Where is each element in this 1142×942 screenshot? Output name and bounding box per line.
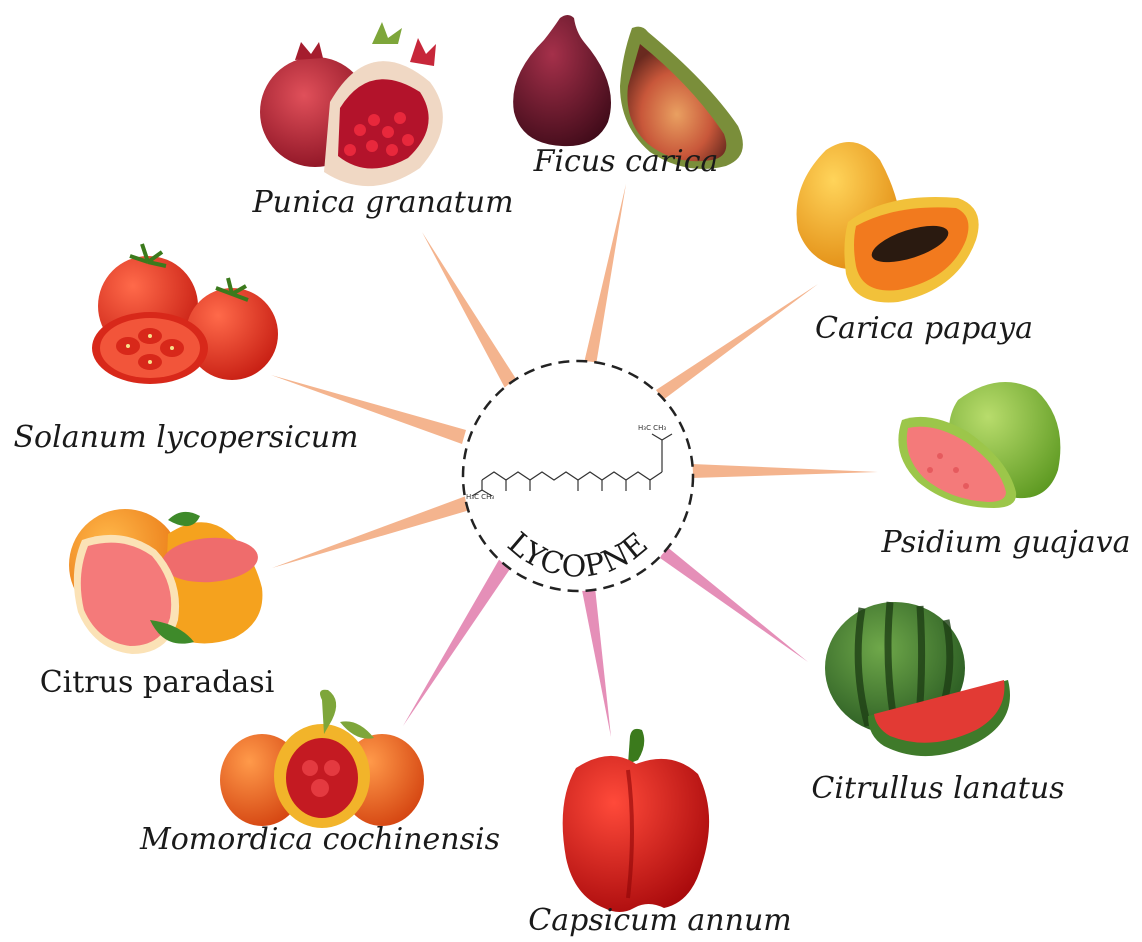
spoke-capsicum [580,578,611,737]
pomegranate-icon [260,22,443,186]
watermelon-icon [825,602,1010,756]
bell-pepper-icon [563,729,709,912]
guava-icon [898,382,1060,508]
papaya-icon [797,142,979,302]
tomato-icon [92,244,278,384]
label-psidium-guajava: Psidium guajava [881,525,1131,560]
label-momordica-cochinensis: Momordica cochinensis [139,822,500,857]
gac-fruit-icon [220,690,424,828]
spoke-ficus [584,184,626,365]
label-ficus-carica: Ficus carica [533,144,719,179]
label-carica-papaya: Carica papaya [815,311,1033,346]
label-citrullus-lanatus: Citrullus lanatus [811,771,1064,806]
label-solanum-lycopersicum: Solanum lycopersicum [14,420,359,455]
spoke-citrullus [660,546,808,662]
spoke-psidium [692,464,878,478]
lycopene-center: H₃C CH₃ H₃C CH₃ LYCOPNE [463,361,693,591]
label-citrus-paradasi: Citrus paradasi [40,665,275,700]
spoke-citrus [272,496,470,568]
spoke-punica [422,232,518,390]
spoke-momordica [403,558,512,726]
label-punica-granatum: Punica granatum [251,185,513,220]
label-capsicum-annum: Capsicum annum [528,903,791,938]
grapefruit-icon [69,509,262,654]
molecule-label-right: H₃C CH₃ [638,424,666,432]
molecule-label-left: H₃C CH₃ [466,493,494,501]
spoke-carica [656,284,818,400]
